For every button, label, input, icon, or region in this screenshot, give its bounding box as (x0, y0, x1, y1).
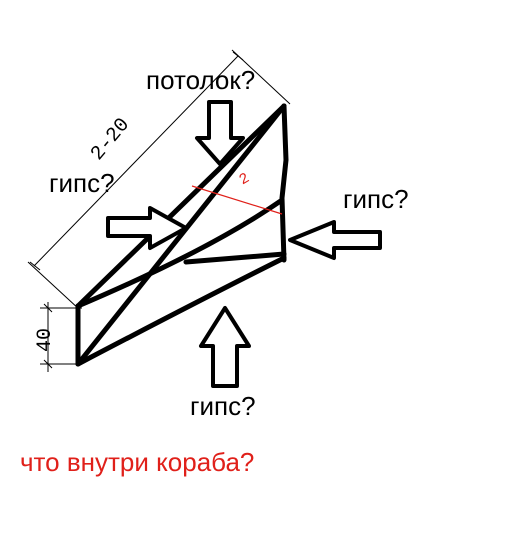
label-gypsum-bottom: гипс? (190, 391, 256, 421)
length-dimension-line (27, 49, 291, 311)
question-text: что внутри кораба? (20, 447, 255, 477)
arrow-left-right (106, 206, 188, 250)
label-gypsum-right: гипс? (343, 184, 409, 214)
arrow-top-down (195, 100, 245, 166)
arrow-bottom-up (199, 306, 251, 388)
height-dimension-line (40, 302, 82, 372)
beam-outline (75, 103, 289, 367)
section-mark (191, 185, 283, 215)
height-dimension-label: 40 (34, 327, 57, 352)
label-gypsum-left: гипс? (49, 168, 115, 198)
label-ceiling: потолок? (146, 65, 256, 95)
arrow-right-left (288, 220, 382, 260)
